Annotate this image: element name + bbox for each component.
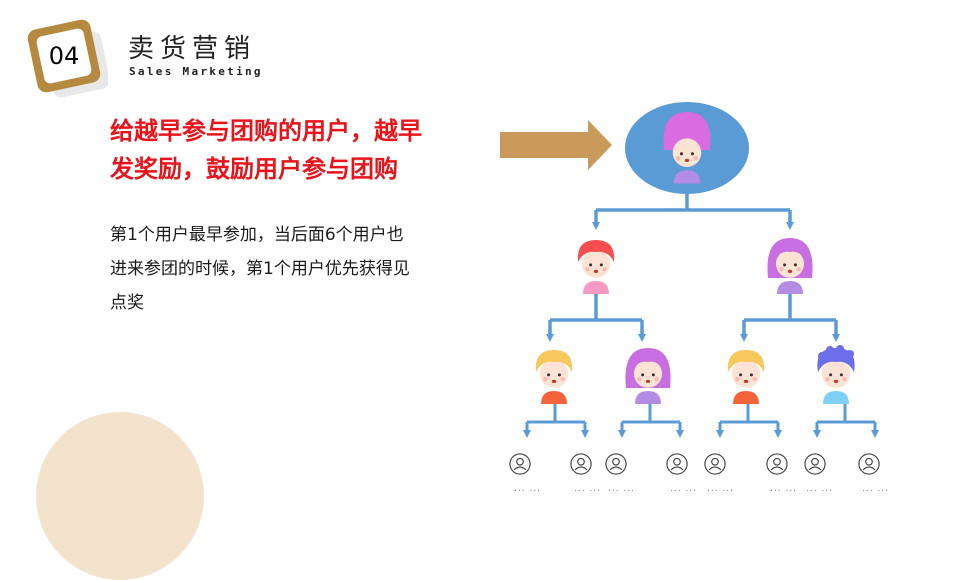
pink-hair-girl-icon	[663, 112, 711, 184]
body-line: 第1个用户最早参加，当后面6个用户也	[110, 225, 404, 245]
referral-tree-diagram	[500, 102, 880, 475]
right-arrow-icon	[500, 120, 612, 170]
leaf-connectors	[523, 402, 879, 438]
body-text: 第1个用户最早参加，当后面6个用户也 进来参团的时候，第1个用户优先获得见 点奖	[110, 218, 450, 320]
leaf-label: ... ...	[608, 484, 636, 494]
leaf-label: ... ...	[862, 484, 890, 494]
user-icon	[570, 453, 592, 475]
badge-number: 04	[48, 42, 80, 70]
headline: 给越早参与团购的用户，越早 发奖励，鼓励用户参与团购	[110, 112, 490, 188]
connectors	[546, 194, 840, 342]
page-title: 卖货营销	[128, 34, 257, 64]
body-line: 进来参团的时候，第1个用户优先获得见	[110, 259, 410, 279]
user-icon	[804, 453, 826, 475]
page-subtitle: Sales Marketing	[129, 65, 263, 78]
headline-line: 发奖励，鼓励用户参与团购	[110, 155, 398, 183]
body-line: 点奖	[110, 293, 144, 313]
user-icon	[704, 453, 726, 475]
user-icon	[858, 453, 880, 475]
blonde-boy-icon	[727, 350, 765, 404]
user-icon	[666, 453, 688, 475]
leaf-label: ... ...	[707, 484, 735, 494]
blonde-boy-icon	[535, 350, 573, 404]
section-badge: 04	[24, 16, 108, 100]
leaf-label: ... ...	[670, 484, 698, 494]
leaf-label: ... ...	[574, 484, 602, 494]
user-icon	[509, 453, 531, 475]
leaf-label: ... ...	[770, 484, 798, 494]
headline-line: 给越早参与团购的用户，越早	[110, 117, 422, 145]
user-icon	[605, 453, 627, 475]
curly-blue-hair-boy-icon	[817, 345, 855, 404]
purple-hair-girl-icon	[767, 238, 813, 294]
leaf-label: ... ...	[806, 484, 834, 494]
leaf-label: ... ...	[514, 484, 542, 494]
purple-hair-girl-icon	[625, 348, 671, 404]
user-icon	[766, 453, 788, 475]
red-hair-boy-icon	[577, 240, 615, 294]
